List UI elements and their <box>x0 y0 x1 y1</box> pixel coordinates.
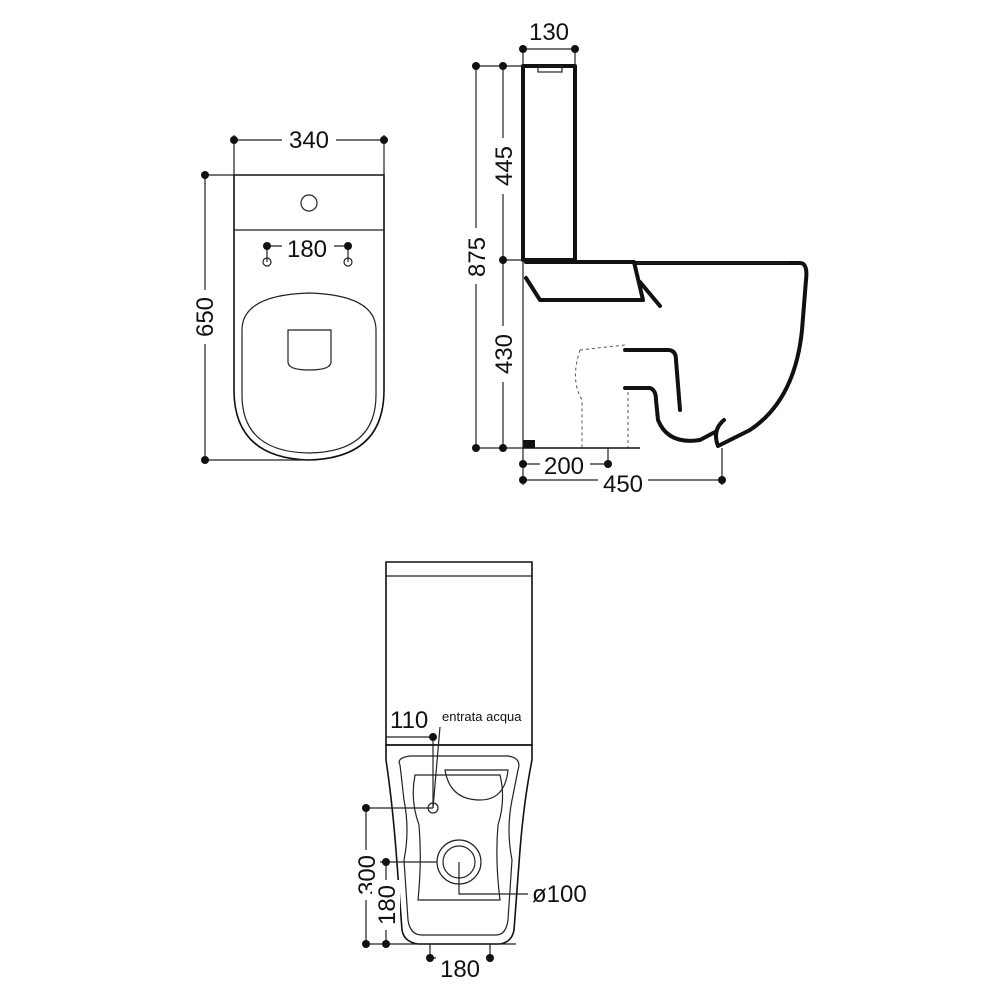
dim-depth-650: 650 <box>192 297 219 337</box>
dim-base-width-180: 180 <box>440 956 480 983</box>
dim-total-height-875: 875 <box>464 237 491 277</box>
inner-rim <box>398 755 520 936</box>
bowl-trap <box>623 348 682 412</box>
dim-inlet-110: 110 <box>390 707 428 734</box>
pedestal-outline <box>575 349 583 448</box>
seat-handle <box>287 329 332 371</box>
dim-drain-diameter: ø100 <box>532 881 587 908</box>
dim-outlet-200: 200 <box>544 453 584 480</box>
dim-cistern-130: 130 <box>529 19 569 46</box>
dim-width-340: 340 <box>289 127 329 154</box>
bottom-view: 110 entrata acqua 300 180 ø100 180 <box>352 561 587 983</box>
dim-bowl-height-430: 430 <box>491 334 518 374</box>
seat-lid <box>241 292 377 454</box>
dim-height-180: 180 <box>374 885 401 925</box>
note-water-inlet: entrata acqua <box>442 709 522 724</box>
side-view: 130 875 445 430 200 450 <box>462 19 809 498</box>
dim-fixing-180: 180 <box>287 236 327 263</box>
cistern-outline <box>521 64 577 262</box>
bowl-shell <box>634 261 809 448</box>
top-view: 340 180 650 <box>190 124 388 464</box>
bowl-channel <box>524 260 645 302</box>
dim-cistern-height-445: 445 <box>491 146 518 186</box>
flush-button-hole <box>300 194 318 212</box>
top-view-outline <box>233 174 385 461</box>
dim-length-450: 450 <box>603 471 643 498</box>
